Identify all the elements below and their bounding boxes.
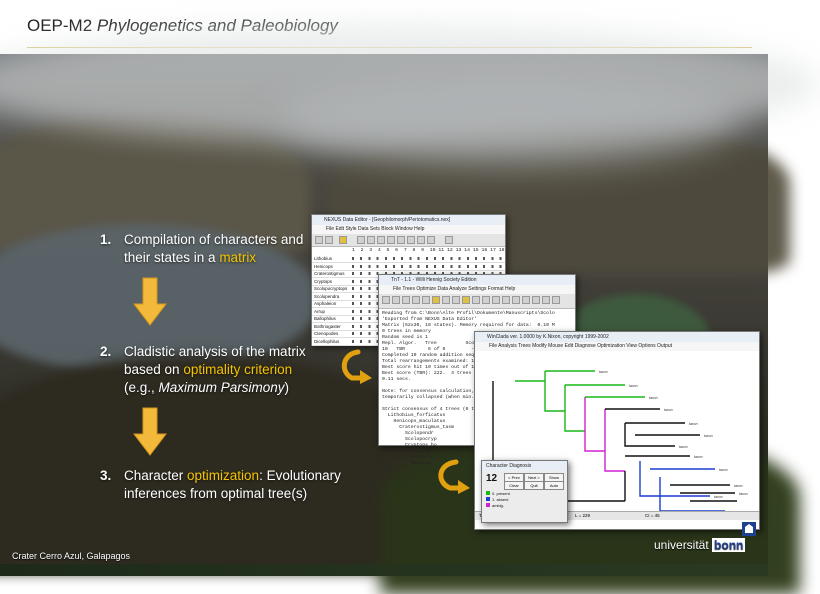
toolbar-button[interactable]: [452, 296, 460, 304]
tnt-menu-bar[interactable]: File Trees Optimize Data Analyze Setting…: [379, 285, 575, 294]
taxon-label: Craterostigmus: [314, 271, 345, 276]
toolbar-button[interactable]: [552, 296, 560, 304]
character-number: 12: [486, 473, 498, 484]
toolbar-button[interactable]: [397, 236, 405, 244]
tnt-toolbar: [379, 294, 575, 309]
toolbar-button[interactable]: [377, 236, 385, 244]
toolbar-button[interactable]: [422, 296, 430, 304]
nexus-title-bar[interactable]: NEXUS Data Editor - [Geophilomorph/Perio…: [312, 215, 505, 225]
tnt-output-log: Reading from C:\Bonn\Alte Profil\Dokumen…: [382, 311, 555, 466]
taxon-label: Lithobius: [314, 256, 333, 261]
toolbar-button[interactable]: [432, 296, 440, 304]
taxon-label: Ballophilus: [314, 316, 336, 321]
state-entry: ambig.: [486, 503, 510, 509]
svg-text:taxon: taxon: [599, 370, 608, 374]
taxon-label: Ctenopodes: [314, 331, 339, 336]
winclada-title-bar[interactable]: WinClada ver. 1.0000 by K.Nixon, copyrig…: [475, 332, 759, 342]
svg-text:taxon: taxon: [679, 445, 688, 449]
tnt-title-bar[interactable]: TnT - 1.1 - Willi Hennig Society Edition: [379, 275, 575, 285]
curved-arrow-icon: [341, 349, 372, 384]
toolbar-button[interactable]: [522, 296, 530, 304]
toolbar-button[interactable]: [382, 296, 390, 304]
matrix-row[interactable]: Henicops: [312, 263, 505, 271]
highlight-optimality-criterion: optimality criterion: [183, 362, 293, 377]
taxon-label: Asphaleion: [314, 301, 337, 306]
toolbar-button[interactable]: [532, 296, 540, 304]
toolbar-button[interactable]: [445, 236, 453, 244]
taxon-label: Dicellophilus: [314, 338, 340, 344]
toolbar-button[interactable]: [482, 296, 490, 304]
toolbar-button[interactable]: [367, 236, 375, 244]
svg-text:taxon: taxon: [664, 408, 673, 412]
toolbar-button[interactable]: [512, 296, 520, 304]
toolbar-button[interactable]: [417, 236, 425, 244]
toolbar-button[interactable]: [392, 296, 400, 304]
toolbar-button[interactable]: [502, 296, 510, 304]
down-arrow-icon: [132, 277, 168, 326]
svg-text:taxon: taxon: [649, 396, 658, 400]
toolbar-button[interactable]: [442, 296, 450, 304]
taxon-label: Arrup: [314, 308, 326, 314]
toolbar-button[interactable]: [325, 236, 333, 244]
diagnosis-button[interactable]: Quit: [524, 481, 544, 490]
university-crest-icon: [742, 522, 756, 536]
toolbar-button[interactable]: [492, 296, 500, 304]
toolbar-button[interactable]: [462, 296, 470, 304]
winclada-tree-view[interactable]: taxon taxon taxon taxon taxon taxon taxo…: [475, 351, 759, 520]
bottom-photo-strip: [0, 564, 768, 576]
down-arrow-icon: [132, 407, 168, 456]
svg-text:taxon: taxon: [689, 422, 698, 426]
state-entry: 1. absent: [486, 497, 510, 503]
toolbar-button[interactable]: [427, 236, 435, 244]
diagnosis-button[interactable]: Clear: [504, 481, 524, 490]
diagnosis-title-bar[interactable]: Character Diagnosis: [482, 461, 567, 471]
state-entry: 0. present: [486, 491, 510, 497]
toolbar-button[interactable]: [357, 236, 365, 244]
university-logo: universität bonn: [654, 538, 746, 552]
taxon-label: Cryptops: [314, 278, 333, 284]
winclada-menu-bar[interactable]: File Analysis Trees Modify Mouse Edit Di…: [475, 342, 759, 351]
curved-arrow-icon: [438, 459, 470, 494]
svg-text:taxon: taxon: [739, 492, 748, 496]
toolbar-button[interactable]: [339, 236, 347, 244]
toolbar-button[interactable]: [407, 236, 415, 244]
toolbar-button[interactable]: [412, 296, 420, 304]
photo-caption: Crater Cerro Azul, Galapagos: [12, 551, 131, 561]
svg-text:taxon: taxon: [714, 495, 723, 499]
toolbar-button[interactable]: [387, 236, 395, 244]
nexus-menu-bar[interactable]: File Edit Style Data Sets Block Window H…: [312, 225, 505, 234]
nexus-toolbar: [312, 234, 505, 247]
matrix-row[interactable]: Lithobius: [312, 255, 505, 263]
cladogram: taxon taxon taxon taxon taxon taxon taxo…: [492, 370, 748, 514]
diagnosis-button[interactable]: Auto: [544, 481, 564, 490]
svg-text:taxon: taxon: [734, 484, 743, 488]
svg-text:taxon: taxon: [704, 434, 713, 438]
svg-text:taxon: taxon: [694, 455, 703, 459]
toolbar-button[interactable]: [315, 236, 323, 244]
toolbar-button[interactable]: [402, 296, 410, 304]
svg-text:taxon: taxon: [629, 384, 638, 388]
toolbar-button[interactable]: [542, 296, 550, 304]
taxon-label: Bothriogaster: [314, 323, 341, 329]
highlight-matrix: matrix: [219, 250, 257, 265]
taxon-label: Henicops: [314, 263, 333, 269]
taxon-label: Scolopendra: [314, 293, 340, 299]
toolbar-button[interactable]: [472, 296, 480, 304]
svg-text:taxon: taxon: [719, 468, 728, 472]
highlight-optimization: optimization: [187, 468, 260, 483]
taxon-label: Scolopocryptops: [314, 286, 348, 291]
